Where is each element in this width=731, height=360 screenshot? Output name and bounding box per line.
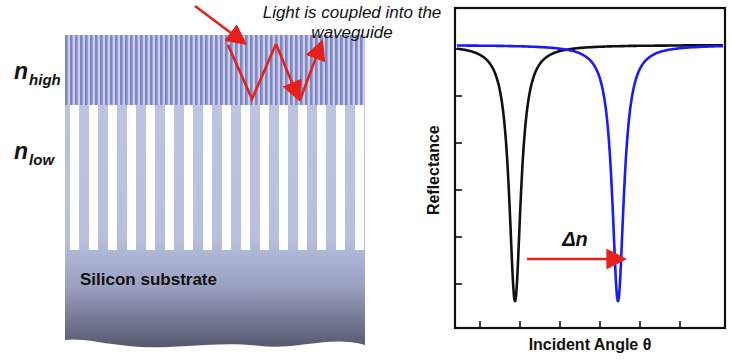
tick (479, 321, 481, 328)
tick (559, 321, 561, 328)
pore (241, 105, 250, 250)
layer-label: Silicon substrate (80, 270, 217, 290)
guided-light (276, 44, 298, 97)
pore (184, 105, 193, 250)
tick (455, 283, 462, 285)
tick (455, 142, 462, 144)
guided-light (228, 44, 276, 99)
pore (355, 105, 364, 250)
pore (70, 105, 79, 250)
index-subscript: high (29, 71, 61, 88)
tick (455, 189, 462, 191)
index-symbol: n (14, 138, 28, 164)
callout-note: Light is coupled into the waveguide (257, 3, 447, 42)
index-symbol: n (14, 58, 28, 84)
shift-arrow (527, 258, 622, 261)
tick (639, 321, 641, 328)
shifted-resonance-curve (457, 46, 723, 303)
pore (203, 105, 212, 250)
pore (89, 105, 98, 250)
tick (455, 95, 462, 97)
pore (317, 105, 326, 250)
pore (108, 105, 117, 250)
tick (519, 321, 521, 328)
incident-light-arrow (195, 6, 243, 42)
index-subscript: low (29, 151, 54, 168)
plot-frame (455, 8, 725, 328)
substrate (65, 105, 365, 347)
pore (279, 105, 288, 250)
axis-label: Reflectance (425, 125, 443, 215)
resonance-curve (457, 45, 723, 302)
shift-label: Δn (562, 228, 588, 251)
pore (260, 105, 269, 250)
low-index-pores (70, 105, 364, 250)
pore (165, 105, 174, 250)
axis-ticks (455, 49, 680, 328)
tick (455, 236, 462, 238)
pore (336, 105, 345, 250)
guided-light (300, 44, 321, 100)
tick (599, 321, 601, 328)
axis-label: Incident Angle θ (529, 336, 652, 354)
pore (222, 105, 231, 250)
pore (146, 105, 155, 250)
pore (127, 105, 136, 250)
high-index-layer (65, 35, 365, 105)
pore (298, 105, 307, 250)
tick (679, 321, 681, 328)
